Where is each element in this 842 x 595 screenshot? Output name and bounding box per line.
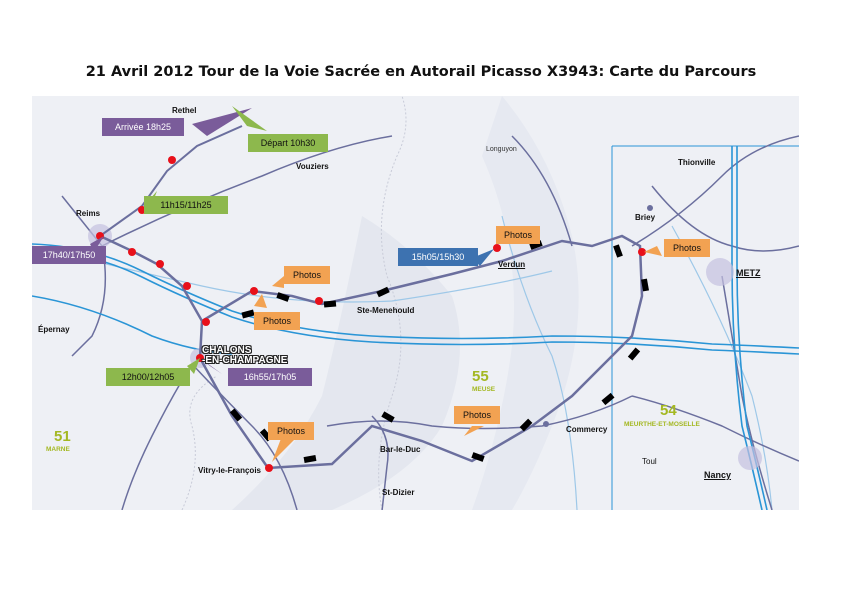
place-vitry: Vitry-le-François	[198, 466, 261, 475]
place-chalons-line2: -EN-CHAMPAGNE	[202, 355, 288, 366]
place-vouziers: Vouziers	[296, 162, 329, 171]
place-nancy: Nancy	[704, 470, 732, 480]
page-title: 21 Avril 2012 Tour de la Voie Sacrée en …	[85, 64, 757, 80]
photos-box-2: Photos	[254, 312, 300, 330]
place-bar-le-duc: Bar-le-Duc	[380, 445, 421, 454]
place-toul: Toul	[642, 457, 657, 466]
dept-51-name: MARNE	[46, 446, 70, 453]
route-map[interactable]: Rethel Vouziers Reims Épernay Ste-Meneho…	[32, 96, 799, 510]
verdun-time-box: 15h05/15h30	[398, 248, 478, 266]
place-commercy: Commercy	[566, 425, 608, 434]
place-st-dizier: St-Dizier	[382, 488, 415, 497]
place-metz: METZ	[736, 268, 761, 278]
photos-box-1: Photos	[284, 266, 330, 284]
chalons-in-time-box: 16h55/17h05	[228, 368, 312, 386]
dept-55-number: 55	[472, 368, 489, 385]
photos-box-5: Photos	[268, 422, 314, 440]
chalons-out-time-box: 12h00/12h05	[106, 368, 190, 386]
reims-return-time-box: 17h40/17h50	[32, 246, 106, 264]
dept-51-number: 51	[54, 428, 71, 445]
dept-54-number: 54	[660, 402, 677, 419]
photos-box-3: Photos	[496, 226, 540, 244]
departure-time-box: Départ 10h30	[248, 134, 328, 152]
arrival-time-box: Arrivée 18h25	[102, 118, 184, 136]
place-rethel: Rethel	[172, 106, 197, 115]
place-verdun: Verdun	[498, 260, 526, 269]
place-longuyon: Longuyon	[486, 146, 517, 153]
photos-box-6: Photos	[454, 406, 500, 424]
place-ste-menehould: Ste-Menehould	[357, 306, 415, 315]
place-briey: Briey	[635, 213, 656, 222]
place-thionville: Thionville	[678, 158, 716, 167]
place-chalons-line1: CHALONS	[202, 345, 252, 356]
reims-time-box: 11h15/11h25	[144, 196, 228, 214]
dept-55-name: MEUSE	[472, 386, 496, 393]
place-reims: Reims	[76, 209, 101, 218]
dept-54-name: MEURTHE-ET-MOSELLE	[624, 421, 700, 428]
place-chalons: CHALONS -EN-CHAMPAGNE	[202, 346, 287, 366]
photos-box-4: Photos	[664, 239, 710, 257]
place-epernay: Épernay	[38, 325, 70, 334]
